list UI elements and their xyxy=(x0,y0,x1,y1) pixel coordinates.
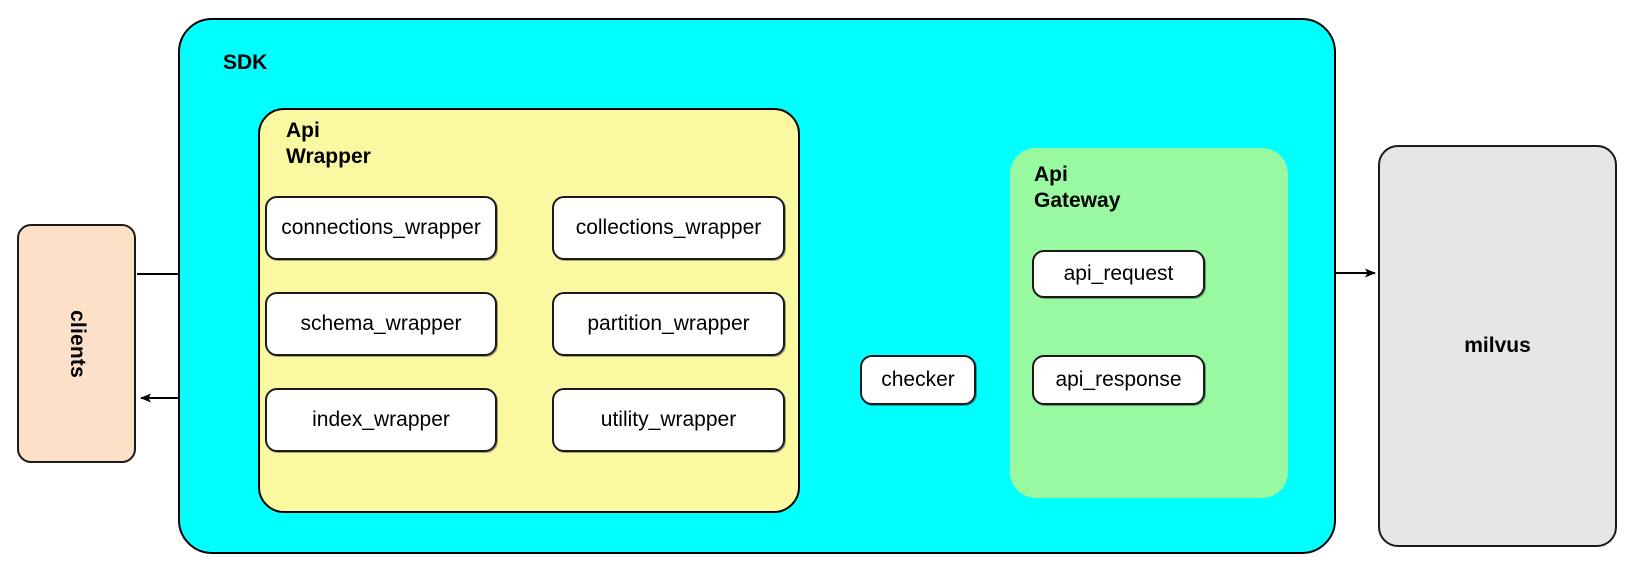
api-wrapper-title-line1: Api xyxy=(286,119,320,142)
node-milvus[interactable]: milvus xyxy=(1378,145,1617,547)
node-connections-wrapper[interactable]: connections_wrapper xyxy=(265,196,497,260)
clients-label: clients xyxy=(65,309,89,378)
api-wrapper-title-line2: Wrapper xyxy=(286,144,371,168)
node-schema-wrapper[interactable]: schema_wrapper xyxy=(265,292,497,356)
api-gateway-title-line2: Gateway xyxy=(1034,188,1121,212)
node-checker[interactable]: checker xyxy=(860,355,976,405)
node-collections-wrapper[interactable]: collections_wrapper xyxy=(552,196,785,260)
node-utility-wrapper[interactable]: utility_wrapper xyxy=(552,388,785,452)
api-gateway-title: Api Gateway xyxy=(1034,162,1194,213)
node-api-request[interactable]: api_request xyxy=(1032,250,1205,298)
api-gateway-title-line1: Api xyxy=(1034,163,1068,186)
node-api-response[interactable]: api_response xyxy=(1032,355,1205,405)
api-wrapper-title: Api Wrapper xyxy=(286,118,436,169)
api-gateway-container[interactable]: Api Gateway xyxy=(1010,148,1288,498)
node-index-wrapper[interactable]: index_wrapper xyxy=(265,388,497,452)
clients-node[interactable]: clients xyxy=(17,224,136,463)
node-partition-wrapper[interactable]: partition_wrapper xyxy=(552,292,785,356)
sdk-title: SDK xyxy=(223,51,268,74)
